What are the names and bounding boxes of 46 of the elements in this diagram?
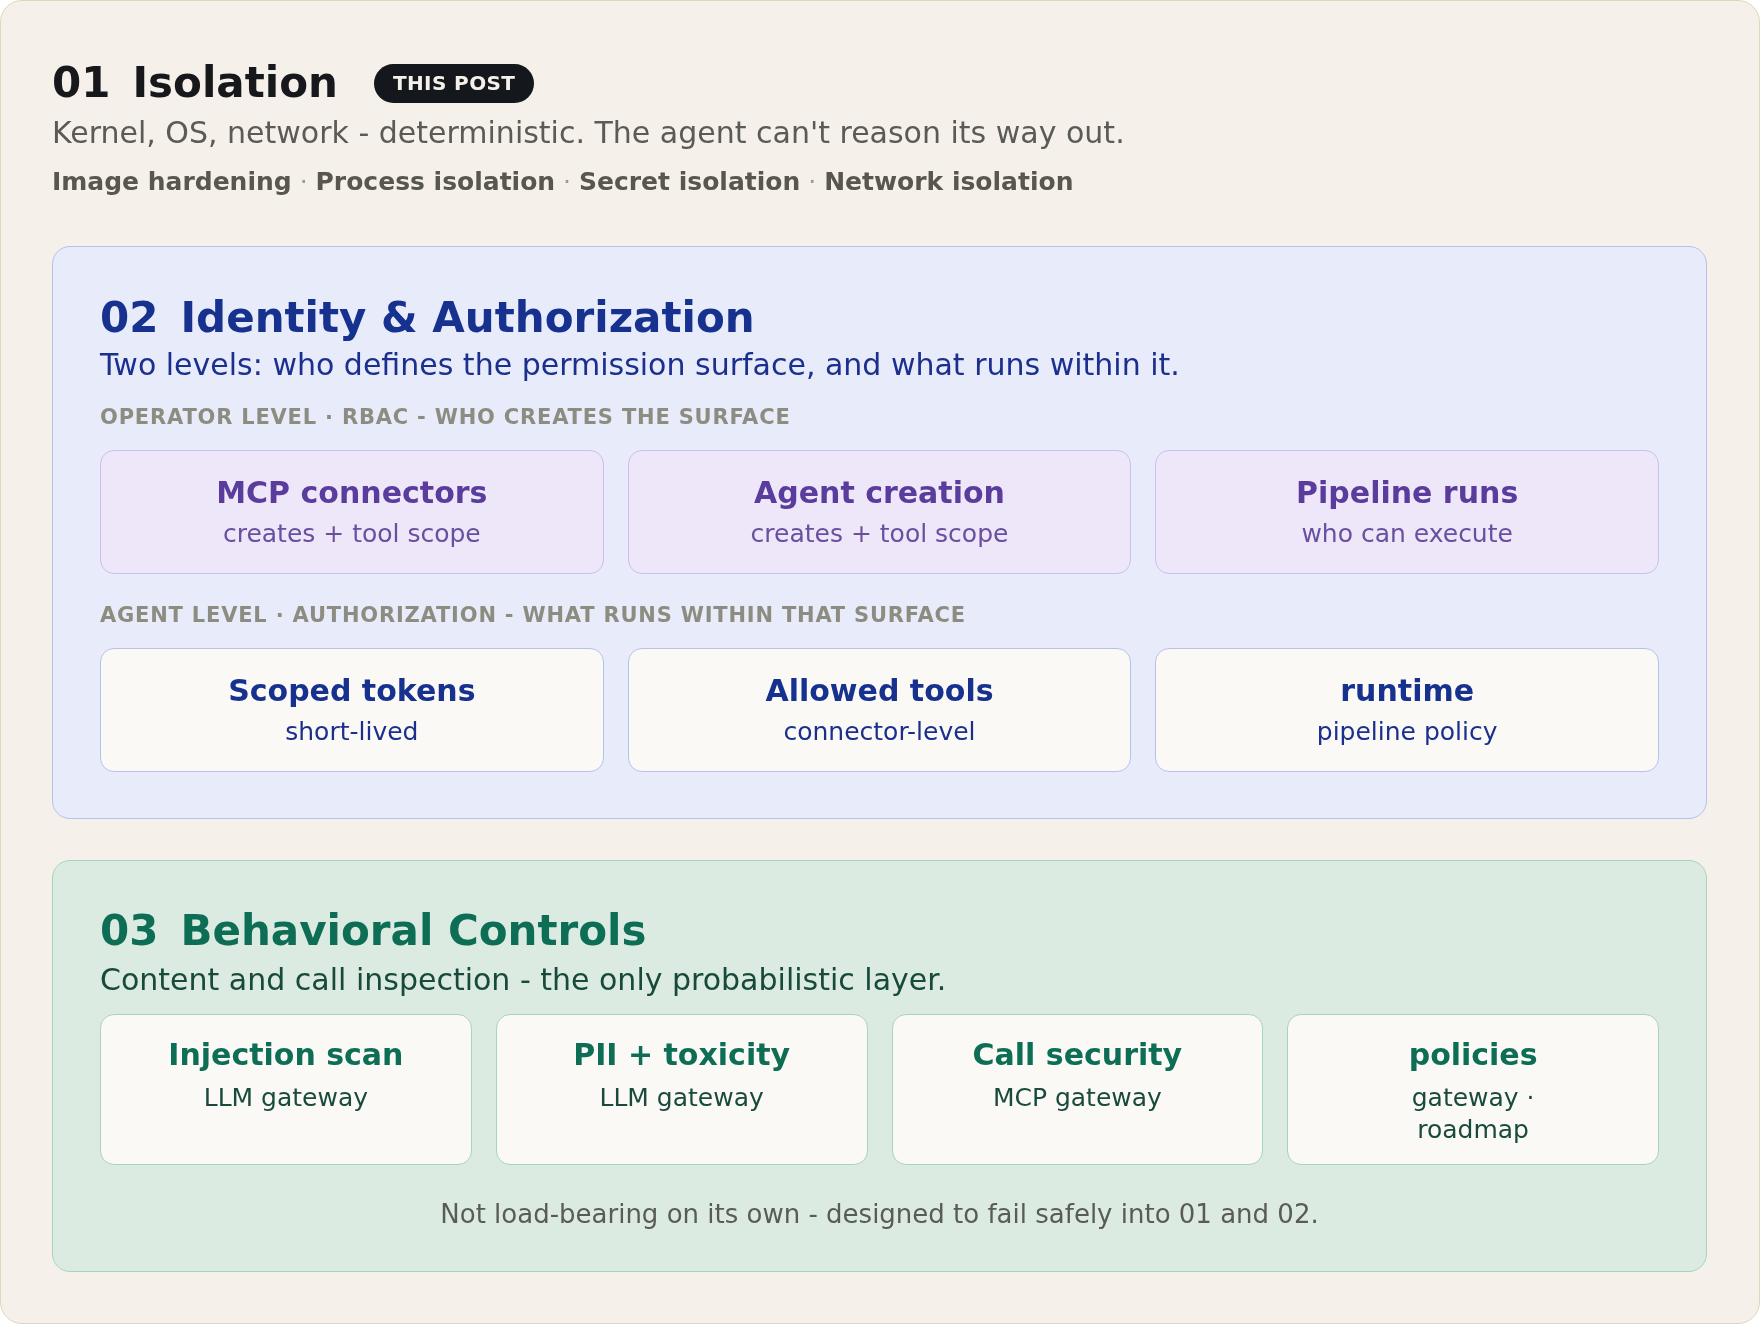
section-description: Two levels: who defines the permission surface, and what runs within it. (100, 346, 1181, 384)
card-subtitle: MCP gateway (992, 1082, 1162, 1114)
level-heading: AGENT LEVEL · AUTHORIZATION - WHAT RUNS WITHIN THAT SURFACE (100, 602, 967, 629)
card-subtitle: LLM gateway (203, 1082, 369, 1114)
permission-card (627, 450, 1132, 574)
card-subtitle: short-lived (285, 716, 419, 748)
level-heading: OPERATOR LEVEL · RBAC - WHO CREATES THE SURFACE (100, 404, 792, 431)
permission-card (1155, 450, 1659, 574)
card-subtitle: creates + tool scope (222, 518, 481, 550)
section-title: Behavioral Controls (180, 906, 647, 956)
control-card (100, 1014, 472, 1165)
card-title: Scoped tokens (228, 673, 476, 709)
card-title: MCP connectors (216, 475, 488, 511)
section-description: Content and call inspection - the only probabilistic layer. (100, 961, 948, 999)
control-card (495, 1014, 868, 1165)
card-title: runtime (1340, 673, 1475, 709)
card-subtitle: who can execute (1301, 518, 1513, 550)
authorization-card (1155, 648, 1659, 772)
card-subtitle: pipeline policy (1316, 716, 1498, 748)
section-number: 01 (52, 58, 111, 108)
card-subtitle: connector-level (783, 716, 976, 748)
card-title: Allowed tools (765, 673, 994, 709)
authorization-card (100, 648, 604, 772)
card-title: Injection scan (168, 1037, 404, 1073)
permission-card (100, 450, 604, 574)
card-title: Call security (972, 1037, 1183, 1073)
layer-panel (52, 860, 1707, 1272)
section-note: Not load-bearing on its own - designed to fail safely into 01 and 02. (439, 1198, 1320, 1230)
card-title: Agent creation (754, 475, 1005, 511)
section-title: Identity & Authorization (180, 293, 755, 343)
feature-list: Image hardening · Process isolation · Secret isolation · Network isolation (52, 166, 1707, 198)
post-badge: THIS POST (373, 63, 535, 103)
layer-panel (52, 246, 1707, 819)
card-subtitle: gateway · roadmap (1410, 1082, 1536, 1146)
authorization-card (627, 648, 1132, 772)
control-card (891, 1014, 1264, 1165)
card-subtitle: creates + tool scope (750, 518, 1009, 550)
card-title: Pipeline runs (1296, 475, 1519, 511)
control-card (1287, 1014, 1659, 1165)
section-number: 02 (100, 293, 159, 343)
section-description: Kernel, OS, network - deterministic. The agent can't reason its way out. (52, 114, 1126, 152)
card-title: policies (1408, 1037, 1538, 1073)
card-title: PII + toxicity (573, 1037, 791, 1073)
section-number: 03 (100, 906, 159, 956)
section-title: Isolation (132, 58, 338, 108)
card-subtitle: LLM gateway (599, 1082, 764, 1114)
